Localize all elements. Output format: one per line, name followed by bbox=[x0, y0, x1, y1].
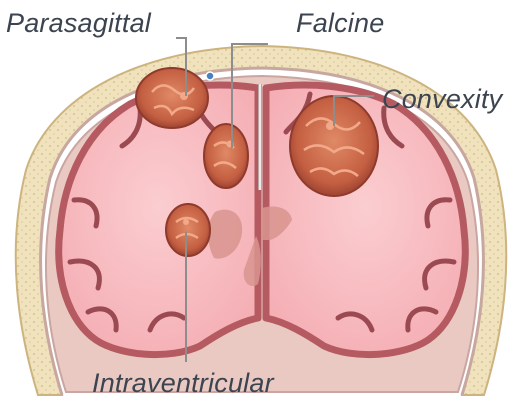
intraventricular-tumor bbox=[166, 204, 210, 256]
label-falcine: Falcine bbox=[296, 10, 384, 37]
label-parasagittal: Parasagittal bbox=[6, 10, 151, 37]
label-intraventricular: Intraventricular bbox=[92, 370, 274, 397]
superior-sagittal-sinus bbox=[206, 72, 214, 80]
falcine-tumor bbox=[204, 124, 248, 188]
parasagittal-tumor bbox=[136, 68, 208, 128]
label-convexity: Convexity bbox=[382, 86, 502, 113]
